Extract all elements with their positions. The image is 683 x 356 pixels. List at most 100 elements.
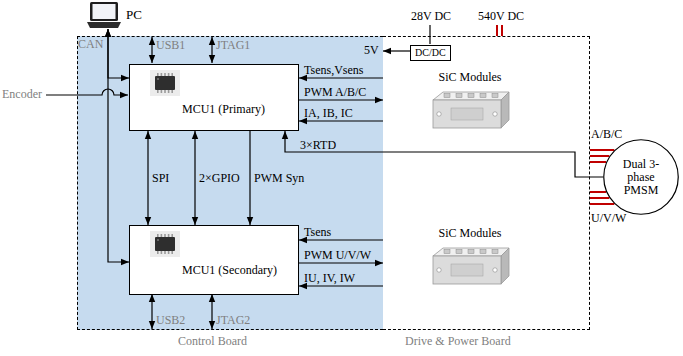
module-terminal xyxy=(444,250,450,254)
mcu-box: MCU1 (Primary) xyxy=(129,64,299,131)
signal-label: Encoder xyxy=(2,88,42,100)
module-screw xyxy=(437,268,441,272)
chip-dot xyxy=(157,78,159,80)
module-terminal xyxy=(480,94,486,98)
chip-pin xyxy=(168,251,170,254)
chip-pin xyxy=(161,73,163,76)
module-top xyxy=(433,92,509,100)
module-front xyxy=(433,256,501,284)
chip-pin xyxy=(161,251,163,254)
chip-ground xyxy=(150,231,180,257)
converter-box: DC/DC xyxy=(410,45,451,61)
module-terminal xyxy=(492,94,498,98)
chip-body xyxy=(155,76,175,90)
signal-connector xyxy=(383,50,410,51)
chip-body xyxy=(155,237,175,251)
hv-wire xyxy=(501,25,503,36)
module-top xyxy=(433,248,509,256)
chip-icon xyxy=(150,231,180,257)
phase-wire xyxy=(590,149,614,151)
chip-pin xyxy=(164,90,166,93)
module-terminal xyxy=(456,94,462,98)
module-terminal xyxy=(492,250,498,254)
chip-pin xyxy=(168,73,170,76)
chip-pin xyxy=(168,234,170,237)
chip-pin xyxy=(164,251,166,254)
signal-connector xyxy=(299,239,383,240)
signal-label: 28V DC xyxy=(411,10,451,22)
signal-label: CAN xyxy=(78,38,103,50)
module-label: SiC Modules xyxy=(425,227,515,240)
phase-wire xyxy=(590,191,606,193)
chip-pin xyxy=(157,234,159,237)
signal-label: PWM Syn xyxy=(254,172,304,184)
signal-label: A/B/C xyxy=(591,128,622,140)
signal-label: IA, IB, IC xyxy=(304,107,353,119)
mcu-label: MCU1 (Secondary) xyxy=(182,264,277,277)
chip-pin xyxy=(164,73,166,76)
signal-label: 5V xyxy=(364,44,379,56)
chip-pin xyxy=(164,234,166,237)
signal-connector xyxy=(194,131,195,225)
chip-pin xyxy=(168,90,170,93)
computer-label: PC xyxy=(126,8,142,22)
signal-label: IU, IV, IW xyxy=(304,272,355,284)
module-front xyxy=(433,100,501,128)
module-side xyxy=(501,92,509,128)
board-label: Drive & Power Board xyxy=(405,335,511,348)
board-fill xyxy=(77,36,383,330)
computer-icon: PC xyxy=(86,1,122,29)
converter-label: DC/DC xyxy=(415,47,446,59)
jtag-wire xyxy=(211,294,212,329)
module-illustration xyxy=(425,244,515,288)
laptop-screen xyxy=(90,2,118,21)
chip-pin xyxy=(157,90,159,93)
signal-label: PWM U/V/W xyxy=(304,249,371,261)
signal-connector xyxy=(299,77,383,78)
chip-dot xyxy=(157,239,159,241)
signal-label: Tsens xyxy=(304,226,331,238)
module-terminal xyxy=(480,250,486,254)
signal-label: 540V DC xyxy=(478,10,524,22)
signal-label: 2×GPIO xyxy=(199,172,240,184)
phase-wire xyxy=(590,161,606,163)
chip-pin xyxy=(171,251,173,254)
chip-pin xyxy=(171,234,173,237)
laptop-display xyxy=(93,4,116,19)
signal-connector xyxy=(285,131,603,177)
module-screw xyxy=(493,112,497,116)
signal-connector xyxy=(147,131,148,225)
signal-label: USB1 xyxy=(156,39,185,51)
chip-pin xyxy=(161,90,163,93)
module-side xyxy=(501,248,509,284)
signal-label: 3×RTD xyxy=(300,139,336,151)
signal-label: SPI xyxy=(152,172,169,184)
chip-pin xyxy=(171,73,173,76)
usb-wire xyxy=(151,37,152,63)
signal-label: PWM A/B/C xyxy=(304,86,366,98)
phase-wire xyxy=(590,155,609,157)
signal-label: Tsens,Vsens xyxy=(304,64,364,76)
mcu-label: MCU1 (Primary) xyxy=(182,103,265,116)
module-screw xyxy=(493,268,497,272)
encoder-wire xyxy=(46,89,128,95)
module-terminal xyxy=(456,250,462,254)
signal-connector xyxy=(249,131,250,225)
signal-label: JTAG1 xyxy=(216,39,250,51)
module-label: SiC Modules xyxy=(425,71,515,84)
mcu-box: MCU1 (Secondary) xyxy=(129,225,299,295)
chip-pin xyxy=(157,73,159,76)
board-region: Drive & Power BoardDC/DCSiC ModulesSiC M… xyxy=(383,36,590,330)
module-plate xyxy=(451,264,483,276)
power-module: SiC Modules xyxy=(425,227,515,289)
signal-connector xyxy=(299,120,383,121)
chip-pin xyxy=(161,234,163,237)
phase-wire xyxy=(590,203,614,205)
board-label: Control Board xyxy=(178,335,247,348)
signal-connector xyxy=(299,99,383,100)
module-terminal xyxy=(444,94,450,98)
laptop-icon xyxy=(86,1,122,29)
signal-connector xyxy=(108,29,129,262)
